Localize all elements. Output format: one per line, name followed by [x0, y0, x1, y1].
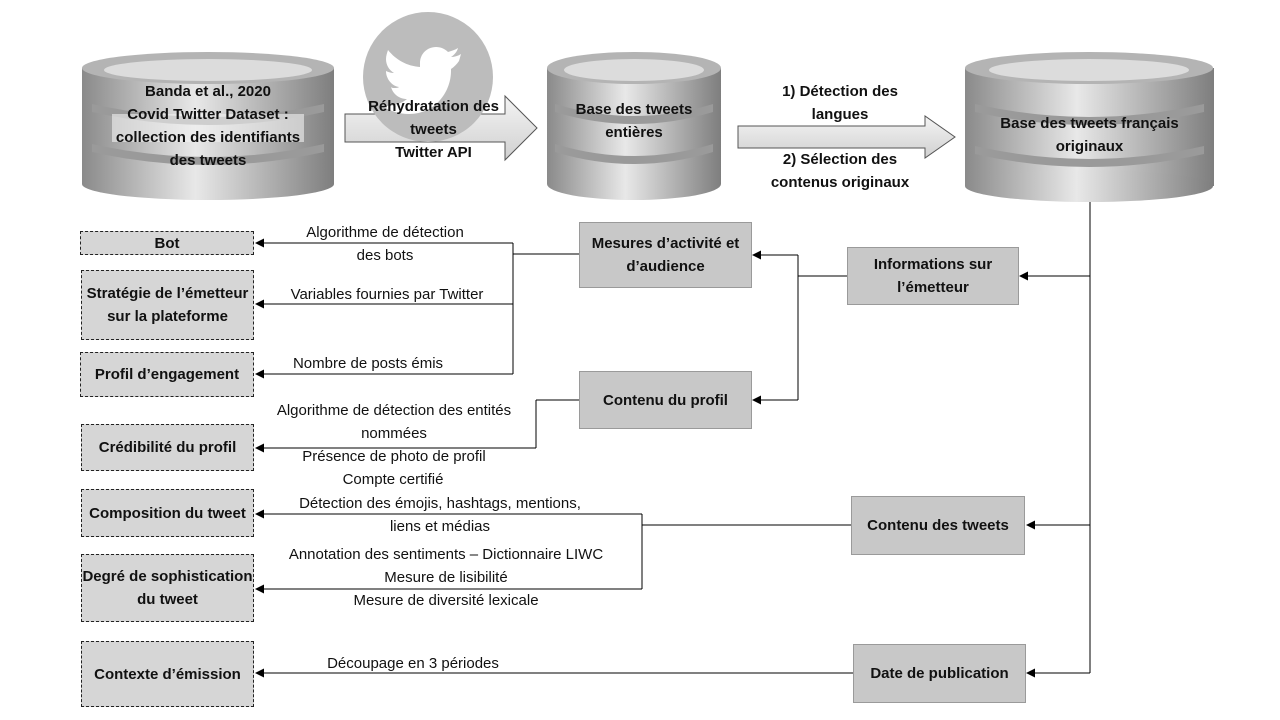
step-line: contenus originaux — [770, 174, 910, 191]
periods-label: Découpage en 3 périodes — [327, 655, 499, 672]
db-line: Covid Twitter Dataset : — [127, 106, 289, 123]
emitter-info-box: Informations sur l’émetteur — [847, 247, 1019, 305]
step-line: langues — [811, 106, 869, 123]
tweet-content-box: Contenu des tweets — [851, 496, 1025, 555]
lexical-diversity-label: Mesure de diversité lexicale — [353, 592, 539, 609]
french-tweets-database-label: Base des tweets français originaux — [963, 112, 1216, 158]
db-line: entières — [605, 124, 663, 141]
step-line: 1) Détection des — [782, 83, 898, 100]
method-line: nommées — [361, 425, 427, 442]
profile-content-box: Contenu du profil — [579, 371, 752, 429]
method-line: Algorithme de détection — [306, 224, 464, 241]
posts-count-label: Nombre de posts émis — [292, 355, 444, 372]
composition-output: Composition du tweet — [81, 489, 254, 537]
credibility-output: Crédibilité du profil — [81, 424, 254, 471]
profile-photo-label: Présence de photo de profil — [302, 448, 486, 465]
rehydration-label: Réhydratation des tweets Twitter API — [346, 95, 521, 164]
db-line: Base des tweets français — [1000, 115, 1179, 132]
database-cylinder-icon — [547, 52, 721, 200]
db-line: collection des identifiants — [115, 129, 301, 146]
twitter-bird-icon — [363, 12, 493, 142]
method-line: Détection des émojis, hashtags, mentions… — [299, 495, 581, 512]
sophistication-output: Degré de sophistication du tweet — [81, 554, 254, 622]
db-line: des tweets — [169, 152, 247, 169]
strategy-output: Stratégie de l’émetteur sur la plateform… — [81, 270, 254, 340]
certified-account-label: Compte certifié — [342, 471, 444, 488]
step-line: Réhydratation des — [368, 98, 499, 115]
source-database: Banda et al., 2020 Covid Twitter Dataset… — [80, 52, 336, 205]
original-selection-label: 2) Sélection des contenus originaux — [750, 148, 930, 194]
step-line: Twitter API — [395, 144, 472, 161]
emoji-detection-label: Détection des émojis, hashtags, mentions… — [270, 492, 610, 538]
twitter-bird-shape — [382, 47, 461, 114]
method-line: Algorithme de détection des entités — [276, 402, 512, 419]
bot-detection-label: Algorithme de détection des bots — [270, 221, 500, 267]
full-tweets-database: Base des tweets entières — [545, 52, 723, 205]
sentiment-label: Annotation des sentiments – Dictionnaire… — [288, 546, 604, 563]
step-line: 2) Sélection des — [782, 151, 898, 168]
method-line: liens et médias — [389, 518, 491, 535]
context-output: Contexte d’émission — [81, 641, 254, 707]
db-line: Base des tweets — [575, 101, 693, 118]
activity-measures-box: Mesures d’activité et d’audience — [579, 222, 752, 288]
db-line: originaux — [1055, 138, 1124, 155]
french-tweets-database: Base des tweets français originaux — [963, 52, 1216, 207]
bot-output: Bot — [80, 231, 254, 255]
ner-label: Algorithme de détection des entités nomm… — [254, 399, 534, 445]
db-line: Banda et al., 2020 — [145, 83, 271, 100]
database-cylinder-icon — [82, 52, 334, 200]
method-line: des bots — [356, 247, 414, 264]
step-line: tweets — [410, 121, 457, 138]
publication-date-box: Date de publication — [853, 644, 1026, 703]
processing-arrow — [737, 115, 956, 159]
engagement-output: Profil d’engagement — [80, 352, 254, 397]
database-cylinder-icon — [965, 52, 1214, 202]
twitter-vars-label: Variables fournies par Twitter — [290, 286, 484, 303]
source-database-label: Banda et al., 2020 Covid Twitter Dataset… — [80, 80, 336, 172]
readability-label: Mesure de lisibilité — [384, 569, 508, 586]
language-detection-label: 1) Détection des langues — [750, 80, 930, 126]
full-tweets-database-label: Base des tweets entières — [545, 98, 723, 144]
